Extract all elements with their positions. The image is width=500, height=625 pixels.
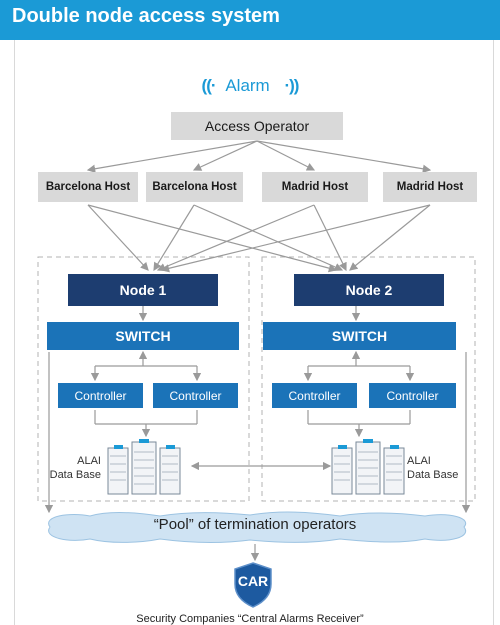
alai-db-1-line1: ALAI xyxy=(77,455,101,467)
node1-group-frame xyxy=(37,256,250,502)
arrow-host1-node2 xyxy=(87,204,338,273)
arrow-host3-node1 xyxy=(156,204,315,272)
signal-waves-left-icon: ((· xyxy=(201,76,217,95)
signal-waves-right-icon: ·)) xyxy=(284,76,299,95)
server-rack-2-icon xyxy=(331,439,405,495)
arrow-operator-host-2 xyxy=(192,140,258,171)
host-madrid-2: Madrid Host xyxy=(383,172,477,202)
arrow-operator-host-4 xyxy=(256,140,432,173)
car-label: CAR xyxy=(237,573,269,589)
alai-db-2-label: ALAI Data Base xyxy=(407,454,458,482)
diagram-frame xyxy=(14,40,494,625)
switch-1-box: SWITCH xyxy=(47,322,239,350)
arrow-host2-node2 xyxy=(193,204,344,271)
arrow-host3-node2 xyxy=(313,204,347,272)
server-rack-1-icon xyxy=(107,439,181,495)
footer-caption: Security Companies “Central Alarms Recei… xyxy=(136,613,364,625)
alai-db-1-label: ALAI Data Base xyxy=(50,454,101,482)
host-barcelona-2: Barcelona Host xyxy=(146,172,243,202)
controller-1a: Controller xyxy=(58,383,143,408)
pool-cloud-shape xyxy=(48,511,467,544)
arrow-host1-node1 xyxy=(87,204,149,271)
alai-db-1-line2: Data Base xyxy=(49,469,101,481)
pool-label: “Pool” of termination operators xyxy=(153,516,357,533)
arrow-host4-node2 xyxy=(349,204,431,271)
node2-group-frame xyxy=(261,256,476,502)
arrow-operator-host-1 xyxy=(86,140,258,173)
alarm-indicator: ((· Alarm ·)) xyxy=(0,76,500,96)
arrow-host2-node1 xyxy=(153,204,195,272)
host-barcelona-1: Barcelona Host xyxy=(38,172,138,202)
controller-1b: Controller xyxy=(153,383,238,408)
title-bar: Double node access system xyxy=(0,0,500,40)
host-madrid-1: Madrid Host xyxy=(262,172,368,202)
switch-2-box: SWITCH xyxy=(263,322,456,350)
node-1-box: Node 1 xyxy=(68,274,218,306)
arrow-operator-host-3 xyxy=(256,140,316,171)
car-shield-icon xyxy=(234,562,272,608)
node-2-box: Node 2 xyxy=(294,274,444,306)
alarm-label: Alarm xyxy=(225,76,270,95)
controller-2b: Controller xyxy=(369,383,456,408)
access-operator-box: Access Operator xyxy=(171,112,343,140)
page-title: Double node access system xyxy=(12,5,280,27)
alai-db-2-line2: Data Base xyxy=(407,469,459,481)
alai-db-2-line1: ALAI xyxy=(407,455,431,467)
controller-2a: Controller xyxy=(272,383,357,408)
arrow-host4-node1 xyxy=(160,204,431,273)
